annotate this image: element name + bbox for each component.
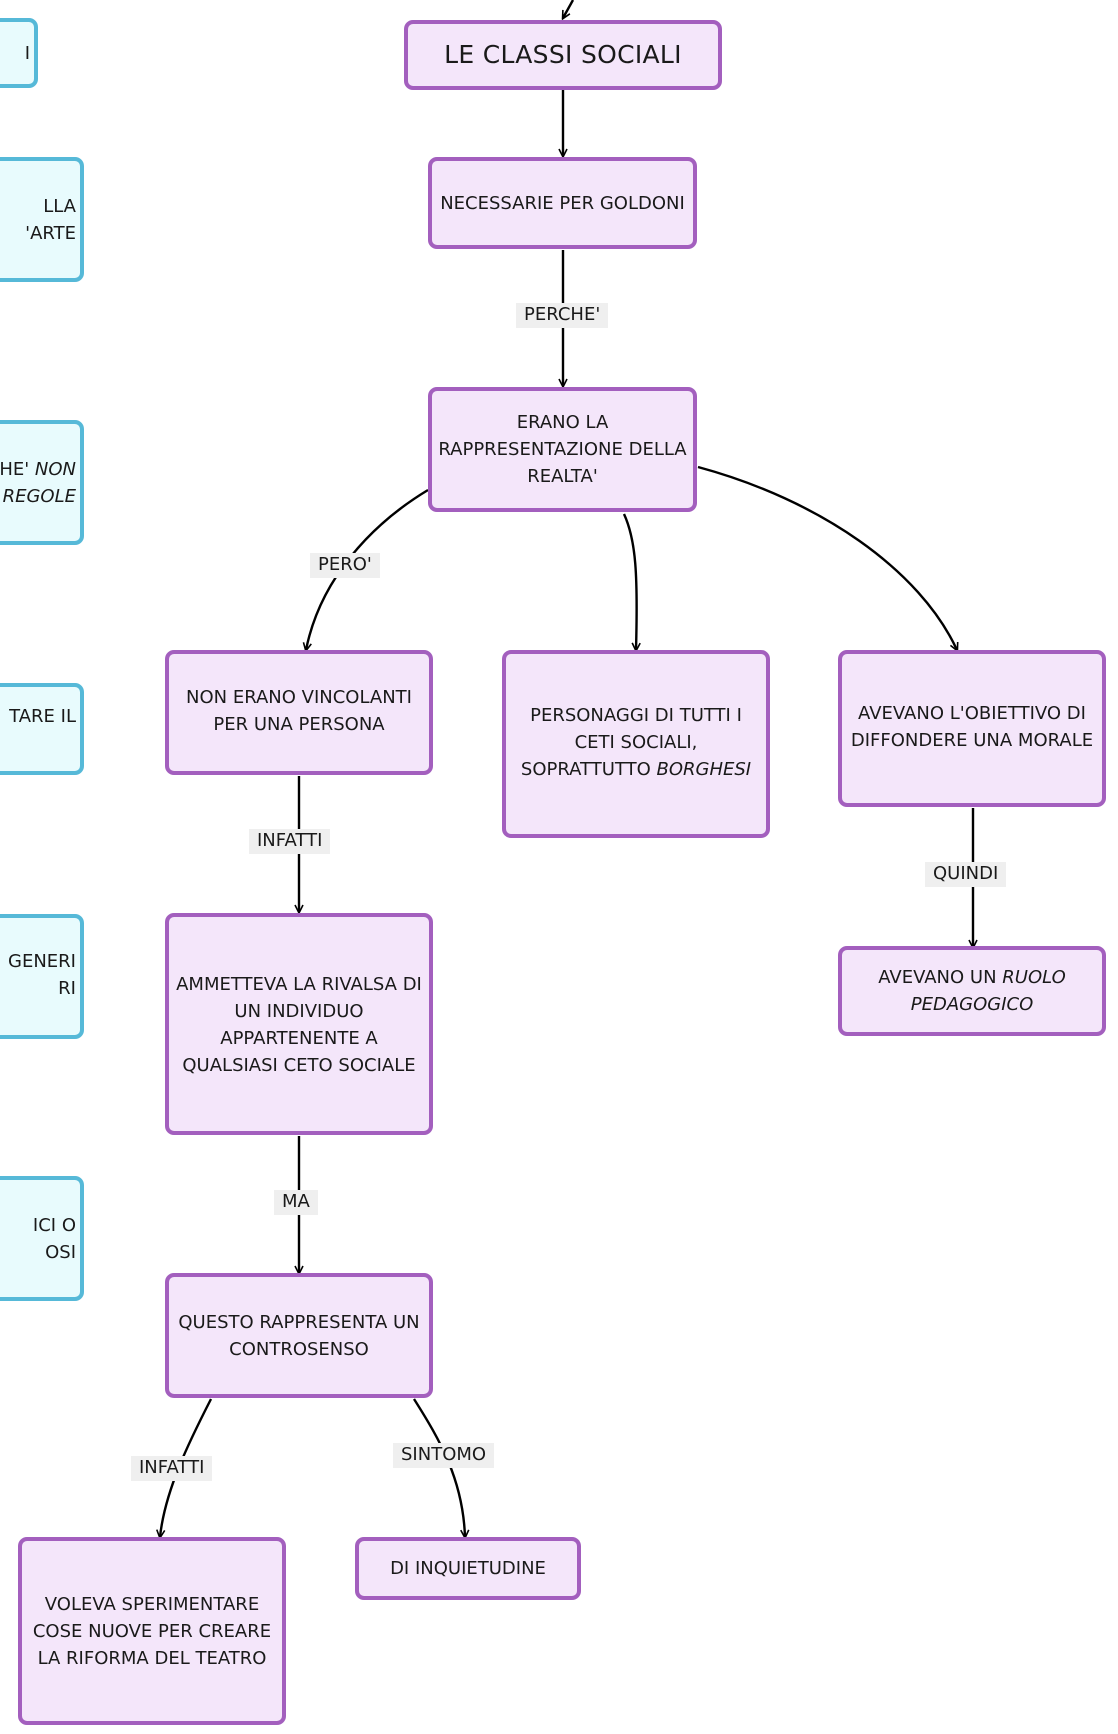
side-box-1: I: [0, 18, 38, 88]
side-box-6-line-1: ICI O: [32, 1214, 76, 1236]
node-sperimentare-riforma[interactable]: VOLEVA SPERIMENTARE COSE NUOVE PER CREAR…: [18, 1537, 286, 1725]
edge-controsenso-inquietudine: [412, 1398, 465, 1537]
side-box-2: LLA 'ARTE: [0, 157, 84, 282]
edge-erano-obiettivo: [697, 465, 957, 650]
node-obiettivo-label: AVEVANO L'OBIETTIVO DI DIFFONDERE UNA MO…: [850, 703, 1094, 751]
side-box-3: HE' NON REGOLE: [0, 420, 84, 545]
side-box-1-text: I: [24, 42, 30, 64]
node-rappresentazione-label: ERANO LA RAPPRESENTAZIONE DELLA REALTA': [438, 412, 687, 487]
node-non-vincolanti-label: NON ERANO VINCOLANTI PER UNA PERSONA: [186, 687, 412, 735]
side-box-6-line-2: OSI: [45, 1241, 76, 1263]
node-classi-sociali-label: LE CLASSI SOCIALI: [444, 40, 682, 70]
node-personaggi-label: PERSONAGGI DI TUTTI I CETI SOCIALI, SOPR…: [520, 705, 742, 780]
side-box-5-line-1: GENERI: [8, 951, 76, 972]
node-sperimentare-label: VOLEVA SPERIMENTARE COSE NUOVE PER CREAR…: [32, 1593, 272, 1669]
node-non-vincolanti[interactable]: NON ERANO VINCOLANTI PER UNA PERSONA: [165, 650, 433, 775]
side-box-3-line-1-italic: NON: [34, 458, 76, 480]
node-ammetteva-rivalsa[interactable]: AMMETTEVA LA RIVALSA DI UN INDIVIDUO APP…: [165, 913, 433, 1135]
edge-incoming-top: [563, 0, 575, 18]
node-obiettivo-morale[interactable]: AVEVANO L'OBIETTIVO DI DIFFONDERE UNA MO…: [838, 650, 1106, 807]
node-classi-sociali[interactable]: LE CLASSI SOCIALI: [404, 20, 722, 90]
edge-label-infatti-2: INFATTI: [131, 1456, 213, 1481]
edge-label-pero: PERO': [310, 553, 380, 578]
edge-label-sintomo: SINTOMO: [393, 1443, 495, 1468]
node-personaggi-italic: BORGHESI: [656, 759, 752, 780]
edge-label-quindi: QUINDI: [925, 862, 1007, 887]
node-ruolo-pedagogico[interactable]: AVEVANO UN RUOLO PEDAGOGICO: [838, 946, 1106, 1036]
side-box-3-line-1-prefix: HE': [0, 458, 35, 480]
side-box-2-line-2: 'ARTE: [25, 222, 76, 244]
edge-label-ma: MA: [274, 1190, 318, 1215]
node-controsenso-label: QUESTO RAPPRESENTA UN CONTROSENSO: [178, 1312, 420, 1360]
node-inquietudine[interactable]: DI INQUIETUDINE: [355, 1537, 581, 1600]
edge-label-perche: PERCHE': [516, 303, 609, 328]
side-box-5: GENERI RI: [0, 914, 84, 1039]
node-ruolo-label: AVEVANO UN: [878, 967, 1003, 988]
node-personaggi-ceti[interactable]: PERSONAGGI DI TUTTI I CETI SOCIALI, SOPR…: [502, 650, 770, 838]
edge-label-infatti-1: INFATTI: [249, 829, 331, 854]
node-ammetteva-label: AMMETTEVA LA RIVALSA DI UN INDIVIDUO APP…: [176, 974, 422, 1076]
side-box-2-line-1: LLA: [43, 195, 76, 217]
node-rappresentazione-realta[interactable]: ERANO LA RAPPRESENTAZIONE DELLA REALTA': [428, 387, 697, 512]
side-box-5-line-2: RI: [58, 978, 76, 999]
node-inquietudine-label: DI INQUIETUDINE: [390, 1558, 546, 1579]
edge-erano-personaggi: [622, 513, 637, 650]
node-necessarie-label: NECESSARIE PER GOLDONI: [440, 192, 685, 214]
node-necessarie-per-goldoni[interactable]: NECESSARIE PER GOLDONI: [428, 157, 697, 249]
side-box-4-text: TARE IL: [9, 706, 76, 727]
node-controsenso[interactable]: QUESTO RAPPRESENTA UN CONTROSENSO: [165, 1273, 433, 1398]
node-ruolo-italic: RUOLO PEDAGOGICO: [910, 967, 1066, 1015]
side-box-3-line-2-italic: REGOLE: [2, 485, 76, 507]
side-box-4: TARE IL: [0, 683, 84, 775]
side-box-6: ICI O OSI: [0, 1176, 84, 1301]
